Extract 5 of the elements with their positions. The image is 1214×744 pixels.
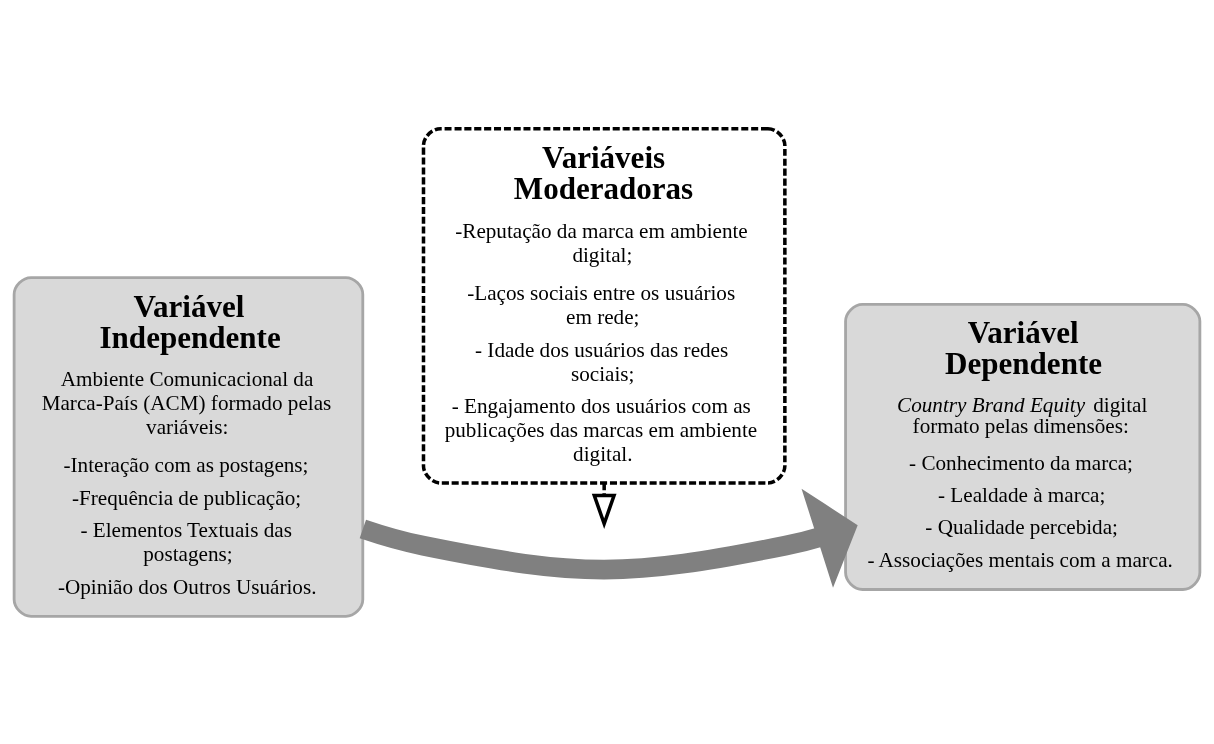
node-box: Variável Dependente Country Brand Equity digital formato pelas dimensões: - Conhecimento da marca; - Lealdade à marca; - Qualidade percebida; - Associações mentais com a marca. xyxy=(844,302,1202,591)
node-box: Variáveis Moderadoras -Reputação da marca em ambiente digital; -Laços sociais entre os usuários em rede; - Idade dos usuários das redes sociais; - Engajamento dos usuários com as publicações das marcas em ambiente digital. xyxy=(421,126,787,485)
arrow xyxy=(359,488,858,588)
arrow xyxy=(591,482,617,529)
node-box: Variável Independente Ambiente Comunicacional da Marca-País (ACM) formado pelas variáveis: -Interação com as postagens; -Frequência de publicação; - Elementos Textuais das postagens; -Opinião dos Outros Usuários. xyxy=(12,275,365,618)
